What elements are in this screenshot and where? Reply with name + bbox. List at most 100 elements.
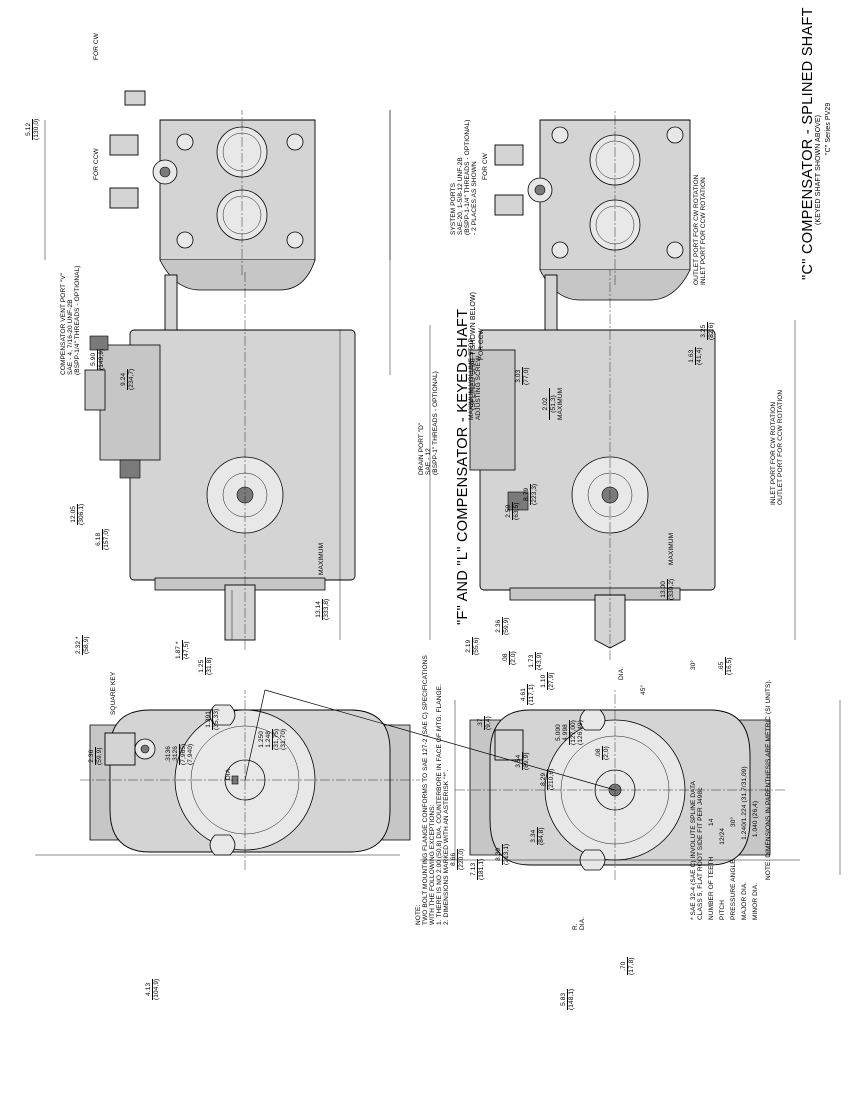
title-splined: "C" COMPENSATOR - SPLINED SHAFT	[800, 7, 816, 280]
label-dia-bottom: DIA.	[618, 666, 625, 680]
dim-metric: (89,9)	[523, 752, 530, 770]
dim-value: .08	[502, 651, 510, 665]
dim-1-10: 1.10(27,9)	[540, 672, 555, 690]
spline-row: PRESSURE ANGLE 30°	[730, 679, 737, 920]
dim-1-87: 1.87 *(47,5)	[175, 640, 190, 660]
dim-value: 2.36	[495, 617, 503, 635]
dim-value: 7.13	[470, 858, 478, 880]
dim-2-50: 2.50(63,5)	[505, 502, 520, 520]
dim-metric: (149,9)	[98, 348, 105, 370]
dim-2-02: 2.02(51,3)MAXIMUM	[542, 387, 564, 420]
dim-value: .70	[620, 957, 628, 975]
dim-value: 2.36	[88, 747, 96, 765]
dim-value: 3.25	[700, 322, 708, 340]
spline-row-label: MINOR DIA.	[752, 882, 759, 920]
series-label: "C" Series PV29	[825, 102, 832, 155]
dim-8-29: 8.29(210,6)	[540, 768, 555, 790]
spline-row: NUMBER OF TEETH 14	[708, 679, 715, 920]
label-dia-top: DIA.	[225, 766, 232, 780]
label-angle-30: 30°	[690, 659, 697, 670]
dim-7-13: 7.13(181,1)	[470, 858, 485, 880]
dim-metric: (35,33)	[213, 708, 220, 730]
spline-row: MINOR DIA. 1.040 (26,4)	[752, 679, 759, 920]
label-for-cw-top: FOR CW	[93, 33, 100, 60]
system-ports-line: (BSPP-1-1/4" THREADS - OPTIONAL)	[464, 119, 471, 235]
label-vent-port: COMPENSATOR VENT PORT "V" SAE - 4, 7/16-…	[60, 265, 81, 375]
dim-metric: (220,0)	[458, 848, 465, 870]
dim-13-00: 13.00(330,2)	[660, 578, 675, 600]
dim-metric: (31,70)	[280, 728, 287, 750]
spline-row-value: 30°	[730, 816, 737, 827]
spline-data-table: * SAE 32-4 (SAE C) INVOLUTE SPLINE DATA …	[690, 679, 772, 920]
dim-metric: (126,49)	[577, 719, 584, 745]
dim-value: 12.05	[70, 503, 78, 525]
system-ports-line: - 2 PLACES AS SHOWN	[471, 161, 478, 235]
dim-6-18: 6.18(157,0)	[95, 528, 110, 550]
spline-row: PITCH 12/24	[719, 679, 726, 920]
dim-metric: (2,0)	[603, 746, 610, 760]
side-view-splined	[469, 270, 716, 660]
mounting-note: NOTE: TWO BOLT MOUNTING FLANGE CONFORMS …	[415, 655, 450, 925]
vent-port-line: COMPENSATOR VENT PORT "V"	[60, 272, 67, 375]
dim-metric: (47,5)	[183, 641, 190, 659]
dim-5-90: 5.90(149,9)	[90, 348, 105, 370]
dim-metric: (59,9)	[96, 747, 103, 765]
dim-5-12: 5.12(130,0)	[25, 118, 40, 140]
dim-08-b: .08(2,0)	[595, 746, 610, 760]
dim-8-79: 8.79(223,3)	[523, 483, 538, 505]
dim-metric: (63,5)	[513, 502, 520, 520]
spline-row-label: PRESSURE ANGLE	[730, 859, 737, 920]
dim-metric: (82,6)	[708, 322, 715, 340]
dim-metric: (104,9)	[153, 978, 160, 1000]
dim-metric: (58,9)	[83, 636, 90, 654]
note-line: 1. THERE IS NO 2.00 (50,8) DIA. COUNTERB…	[436, 684, 443, 925]
dim-value: 1.248	[265, 728, 273, 750]
dim-1-73: 1.73(43,9)	[528, 652, 543, 670]
dim-value: 9.24	[120, 368, 128, 390]
note-line: NOTE:	[415, 904, 422, 925]
dim-metric: (51,3)	[550, 395, 557, 413]
dim-metric: (2,0)	[510, 651, 517, 665]
dim-value: 4.998	[562, 719, 570, 745]
dim-3136: .3136.3126(7,965)(7,940)	[165, 743, 194, 765]
label-outlet-inlet-top: OUTLET PORT FOR CW ROTATION INLET PORT F…	[693, 175, 707, 285]
dim-value: 8.66	[450, 848, 458, 870]
dim-4-61: 4.61(117,1)	[520, 684, 535, 705]
dim-metric: (84,8)	[538, 827, 545, 845]
dim-value: .65	[718, 657, 726, 675]
dim-metric: (117,1)	[528, 684, 535, 705]
drain-port-line: DRAIN PORT "D"	[418, 422, 425, 475]
dimension-lines	[35, 110, 841, 875]
r-dia-line: DIA.	[579, 916, 586, 930]
dim-3-34: 3.34(84,8)	[530, 827, 545, 845]
dim-metric: (333,8)	[323, 598, 330, 620]
dim-metric: (181,1)	[478, 858, 485, 880]
dim-metric: (210,6)	[548, 768, 555, 790]
dim-metric: (127,00)	[570, 719, 577, 745]
dim-08-a: .08(2,0)	[502, 651, 517, 665]
dim-value: 5.000	[555, 724, 562, 741]
note-line: WITH THE FOLLOWING EXCEPTIONS:	[429, 804, 436, 925]
spline-row-value: 14	[708, 818, 715, 826]
label-inlet-outlet-bottom: INLET PORT FOR CW ROTATION OUTLET PORT F…	[770, 390, 784, 505]
dim-value: 5.90	[90, 348, 98, 370]
dim-metric: (148,1)	[568, 988, 575, 1010]
dim-2-32: 2.32 *(58,9)	[75, 635, 90, 655]
side-view-keyed	[84, 270, 356, 650]
dim-value: 2.19	[465, 637, 473, 655]
dim-value: 3.03	[515, 367, 523, 385]
note-line: 2. DIMENSIONS MARKED WITH AN ASTERISK "*…	[443, 769, 450, 925]
dim-value: 5.12	[25, 118, 33, 140]
drain-port-line: (BSPP-1" THREADS - OPTIONAL)	[432, 371, 439, 475]
port-line: INLET PORT FOR CW ROTATION	[770, 401, 777, 505]
dim-metric: (77,0)	[523, 367, 530, 385]
system-ports-line: SAE-20, 1-5/8-12 UNF-2B	[457, 157, 464, 235]
dim-value: 1.250	[258, 730, 265, 748]
dim-metric: (17,8)	[628, 957, 635, 975]
dim-3-25: 3.25(82,6)	[700, 322, 715, 340]
dim-metric: (157,0)	[103, 528, 110, 550]
